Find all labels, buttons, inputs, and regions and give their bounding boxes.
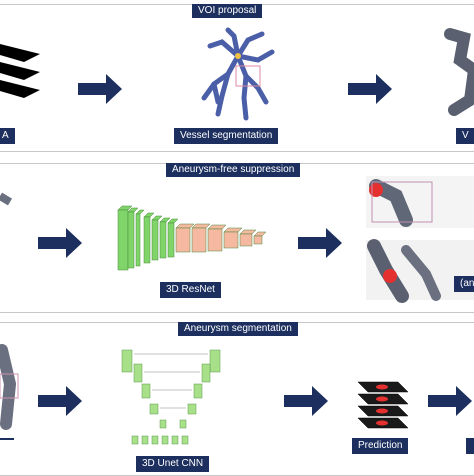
unet-block <box>187 403 197 415</box>
prediction-lesion <box>376 420 388 426</box>
input-slices-icon <box>0 44 40 98</box>
unet-block <box>209 349 221 373</box>
resnet-block <box>151 219 159 261</box>
label-vessel-segmentation: Vessel segmentation <box>174 128 279 144</box>
flow-arrow-6 <box>284 386 328 416</box>
panel-title-voi-proposal: VOI proposal <box>192 4 263 18</box>
resnet-block <box>117 209 129 271</box>
resnet-block <box>159 221 167 259</box>
resnet-block-top <box>207 224 227 230</box>
resnet-block <box>175 227 191 253</box>
resnet-block <box>207 228 223 252</box>
voi-input-image <box>0 192 13 206</box>
resnet-block-top <box>117 205 133 211</box>
unet-bottleneck-block <box>171 435 179 445</box>
prediction-stack-image <box>357 381 409 429</box>
unet-block <box>121 349 133 373</box>
panel-title-aneurysm-free-suppression: Aneurysm-free suppression <box>166 163 301 177</box>
panel-voi-proposal <box>0 4 474 152</box>
unet-bottleneck-block <box>151 435 159 445</box>
label-output-partial <box>466 438 474 454</box>
label-input-cta: A <box>0 128 15 144</box>
unet-block <box>149 403 159 415</box>
unet-block <box>133 363 143 383</box>
resnet-block <box>239 233 253 247</box>
unet-bottleneck-block <box>181 435 189 445</box>
unet-block <box>159 419 167 429</box>
unet-diagram <box>121 349 221 445</box>
flow-arrow-5 <box>38 386 82 416</box>
label-3d-resnet: 3D ResNet <box>160 282 221 298</box>
unet-block <box>141 383 151 399</box>
resnet-block-top <box>239 229 257 235</box>
panel-title-aneurysm-segmentation: Aneurysm segmentation <box>178 322 298 336</box>
resnet-block-top <box>223 227 243 233</box>
unet-block <box>193 383 203 399</box>
prediction-lesion <box>376 384 388 390</box>
candidate-input-image <box>0 344 19 430</box>
resnet-block-top <box>191 223 211 229</box>
resnet-block-top <box>135 209 145 215</box>
unet-bottleneck-block <box>141 435 149 445</box>
resnet-block-top <box>253 231 267 237</box>
aneurysm-candidate-image-top <box>366 176 474 228</box>
resnet-block-top <box>143 212 155 218</box>
resnet-block-top <box>167 218 179 224</box>
unet-block <box>201 363 211 383</box>
label-aneurysm-candidates: (an <box>454 276 474 292</box>
unet-block <box>179 419 187 429</box>
flow-arrow-4 <box>298 228 342 258</box>
label-prediction: Prediction <box>352 438 409 454</box>
prediction-lesion <box>376 396 388 402</box>
resnet-diagram <box>117 205 267 271</box>
resnet-block-top <box>159 217 171 223</box>
flow-arrow-3 <box>38 228 82 258</box>
resnet-block-top <box>151 215 163 221</box>
resnet-block-top <box>175 223 195 229</box>
resnet-block <box>191 227 207 253</box>
flow-arrow-1 <box>78 74 122 104</box>
unet-bottleneck-block <box>161 435 169 445</box>
resnet-block <box>143 216 151 264</box>
flow-arrow-2 <box>348 74 392 104</box>
vessel-tree-image <box>201 27 275 121</box>
label-voi: V <box>456 128 474 144</box>
resnet-block <box>167 222 175 258</box>
prediction-lesion <box>376 408 388 414</box>
resnet-block <box>223 231 239 249</box>
resnet-block <box>135 213 141 267</box>
flow-arrow-7 <box>428 386 472 416</box>
unet-bottleneck-block <box>131 435 139 445</box>
voi-crop-image <box>444 28 474 116</box>
label-candidate-input <box>0 438 14 440</box>
resnet-block <box>253 235 263 245</box>
label-3d-unet-cnn: 3D Unet CNN <box>136 456 210 472</box>
resnet-block <box>127 211 135 269</box>
